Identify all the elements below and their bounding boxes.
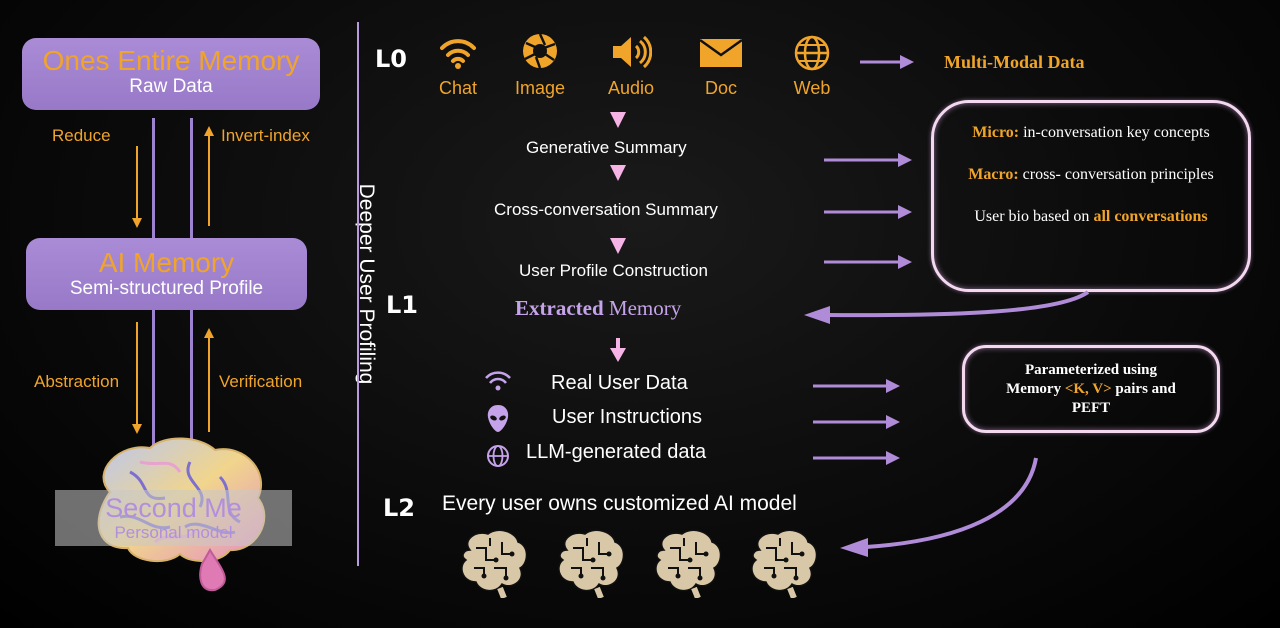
second-me-box: Second Me Personal model <box>55 490 292 546</box>
down-arrow-to-sources <box>610 338 626 362</box>
user-instructions-label: User Instructions <box>552 406 703 428</box>
micro-label: Micro: <box>972 124 1020 141</box>
chat-label: Chat <box>438 78 478 98</box>
bio-text: User bio based on <box>974 208 1094 225</box>
param-line-1: Parameterized using <box>1024 362 1158 378</box>
micro-line: Micro: in-conversation key concepts <box>934 123 1248 143</box>
llm-generated-label: LLM-generated data <box>526 441 707 463</box>
main-divider <box>357 22 359 566</box>
second-me-title: Second Me <box>105 493 242 523</box>
param-line-2c: pairs and <box>1111 381 1176 397</box>
ai-memory-box: AI Memory Semi-structured Profile <box>26 238 307 310</box>
ai-brain-icon <box>461 529 528 598</box>
param-kv: <K, V> <box>1064 381 1112 397</box>
ai-brain-row <box>456 528 836 600</box>
down-triangles <box>610 112 626 254</box>
macro-text: cross- conversation principles <box>1018 166 1214 183</box>
micro-text: in-conversation key concepts <box>1019 124 1210 141</box>
arrow-to-multimodal <box>860 55 914 69</box>
level-l1: L1 <box>386 291 418 319</box>
reduce-label: Reduce <box>52 126 111 145</box>
macro-label: Macro: <box>968 166 1019 183</box>
param-bubble: Parameterized using Memory <K, V> pairs … <box>962 345 1220 433</box>
abstraction-label: Abstraction <box>34 372 120 391</box>
extracted-rest: Memory <box>603 296 682 320</box>
level-l0: L0 <box>375 45 407 73</box>
multimodal-label: Multi-Modal Data <box>944 52 1085 72</box>
bio-line: User bio based on all conversations <box>934 207 1248 227</box>
invert-index-label: Invert-index <box>221 126 310 145</box>
second-me-subtitle: Personal model <box>114 523 233 542</box>
source-arrows <box>813 379 900 465</box>
audio-label: Audio <box>607 78 655 98</box>
image-label: Image <box>514 78 566 98</box>
macro-line: Macro: cross- conversation principles <box>934 165 1248 185</box>
audio-speaker-icon <box>613 35 652 69</box>
raw-data-subtitle: Raw Data <box>129 76 213 97</box>
ai-memory-title: AI Memory <box>98 247 235 278</box>
image-aperture-icon <box>523 33 557 69</box>
extracted-memory-label: Extracted Memory <box>515 296 681 321</box>
ai-brain-icon <box>655 529 722 598</box>
left-arrows-bottom <box>132 322 214 434</box>
ai-brain-icon <box>558 529 625 598</box>
doc-label: Doc <box>704 78 737 98</box>
raw-data-title: Ones Entire Memory <box>42 45 300 76</box>
cross-conversation-label: Cross-conversation Summary <box>494 200 718 219</box>
step-arrows <box>824 153 912 269</box>
real-data-wifi-icon <box>485 371 511 391</box>
param-line-2a: Memory <box>1006 381 1065 397</box>
generative-summary-label: Generative Summary <box>526 138 687 157</box>
summary-bubble: Micro: in-conversation key concepts Macr… <box>931 100 1251 292</box>
extracted-bold: Extracted <box>515 296 604 320</box>
level-l2: L2 <box>383 494 415 522</box>
chat-wifi-icon <box>440 39 476 69</box>
verification-label: Verification <box>219 372 303 391</box>
curve-arrow-extracted <box>804 290 1090 324</box>
l2-caption: Every user owns customized AI model <box>442 492 797 515</box>
web-globe-icon <box>794 35 830 71</box>
bio-highlight: all conversations <box>1093 208 1208 225</box>
doc-envelope-icon <box>699 38 743 67</box>
ai-memory-subtitle: Semi-structured Profile <box>69 278 264 299</box>
left-arrows-top <box>132 126 214 228</box>
web-label: Web <box>793 78 831 98</box>
curve-arrow-l2 <box>840 457 1038 557</box>
alien-icon <box>487 405 509 432</box>
user-profile-label: User Profile Construction <box>519 261 708 280</box>
ai-brain-icon <box>751 529 818 598</box>
param-line-2: Memory <K, V> pairs and <box>965 380 1217 399</box>
raw-data-box: Ones Entire Memory Raw Data <box>22 38 320 110</box>
param-line-3: PEFT <box>1071 400 1111 416</box>
real-user-data-label: Real User Data <box>551 372 688 394</box>
llm-globe-icon <box>487 445 509 467</box>
